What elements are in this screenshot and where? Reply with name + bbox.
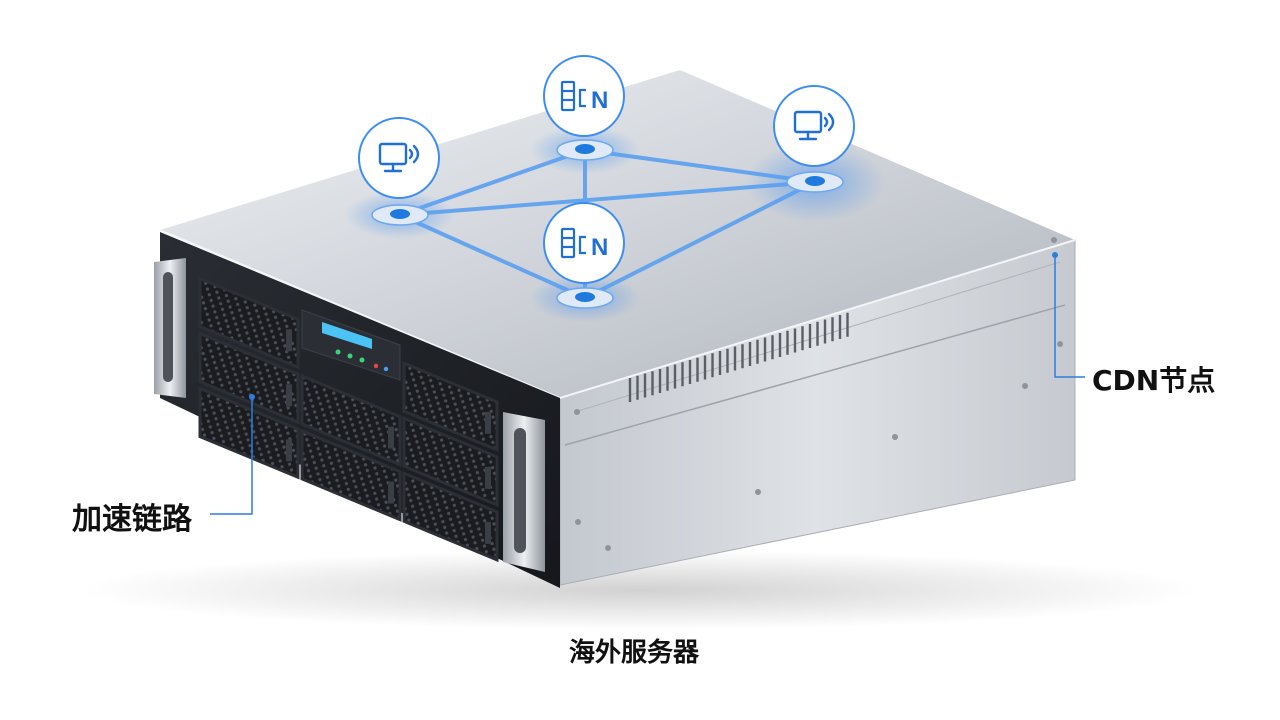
- left-rack-handle: [154, 258, 186, 398]
- callout-acceleration-link: [210, 394, 255, 515]
- right-rack-handle: [503, 412, 545, 572]
- monitor-wifi-icon: [793, 110, 835, 141]
- caption-overseas-server: 海外服务器: [569, 638, 700, 668]
- drive-bay-latch: [286, 439, 292, 462]
- callout-cdn-node: [1052, 252, 1085, 378]
- drive-bays: [198, 276, 499, 563]
- drive-bay: [300, 428, 402, 522]
- cdn-node-label: CDN节点: [1092, 364, 1216, 397]
- node-monitor-right: [773, 85, 855, 167]
- cdn-icon-letter: N: [591, 234, 608, 261]
- drive-bay: [402, 361, 499, 453]
- cdn-icon: [560, 80, 586, 112]
- side-seam: [564, 304, 1066, 446]
- monitor-wifi-icon: [378, 142, 420, 173]
- drive-bay: [198, 331, 300, 425]
- drive-bay: [402, 416, 499, 508]
- node-monitor-left: [358, 117, 440, 199]
- drive-bay-latch: [485, 521, 491, 544]
- side-rivets: [574, 237, 1063, 551]
- drive-bay-latch: [286, 329, 292, 352]
- status-leds: [335, 349, 389, 372]
- status-display: [322, 322, 372, 349]
- node-cdn-center: N: [543, 202, 625, 284]
- drive-bay: [198, 276, 300, 370]
- drive-bay: [402, 471, 499, 563]
- drive-bay-latch: [485, 411, 491, 434]
- side-vents: [628, 312, 849, 402]
- node-pin-cdn-center: [556, 287, 614, 309]
- cdn-icon-letter: N: [591, 87, 608, 114]
- node-pin-cdn-top: [556, 139, 614, 161]
- drive-bay: [198, 386, 300, 480]
- node-cdn-top: N: [543, 55, 625, 137]
- node-pin-monitor-left: [371, 204, 429, 226]
- drive-bay-latch: [286, 384, 292, 407]
- drive-bay-latch: [388, 426, 394, 449]
- drive-bay-latch: [485, 466, 491, 489]
- node-pin-monitor-right: [786, 171, 844, 193]
- ground-shadow: [80, 550, 1200, 630]
- network-links: [398, 148, 817, 300]
- acceleration-link-label: 加速链路: [72, 502, 192, 537]
- drive-bay-latch: [388, 481, 394, 504]
- drive-bay: [300, 373, 402, 467]
- cdn-icon: [560, 227, 586, 259]
